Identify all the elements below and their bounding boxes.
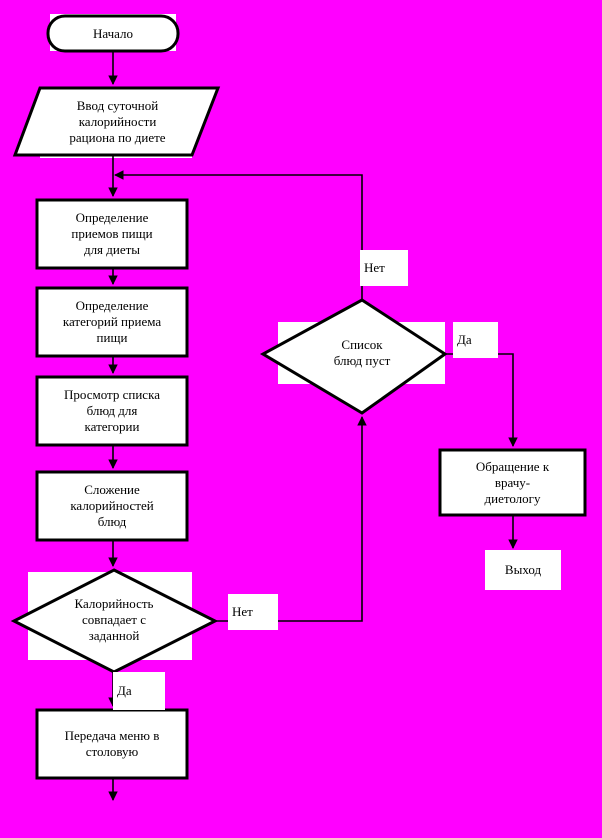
transfer-menu-shape (35, 708, 189, 780)
edge-calories-no-to-decision-list (215, 416, 367, 622)
edge-label-calories-yes: Да (113, 672, 165, 710)
sum-calories-shape (35, 470, 189, 542)
exit-label: Выход (485, 550, 561, 590)
start-shape (46, 14, 180, 53)
edge-label-list-empty-yes: Да (453, 322, 498, 358)
view-dish-list-shape (35, 375, 189, 447)
decision-calories-shape (10, 568, 219, 674)
input-calories-shape (12, 86, 221, 157)
define-categories-shape (35, 286, 189, 358)
define-meals-shape (35, 198, 189, 270)
consult-dietitian-shape (438, 448, 587, 517)
edge-label-calories-no: Нет (228, 594, 278, 630)
edge-label-list-empty-no: Нет (360, 250, 408, 286)
decision-list-empty-shape (259, 298, 448, 415)
edge-list-yes-to-consult (445, 353, 518, 447)
